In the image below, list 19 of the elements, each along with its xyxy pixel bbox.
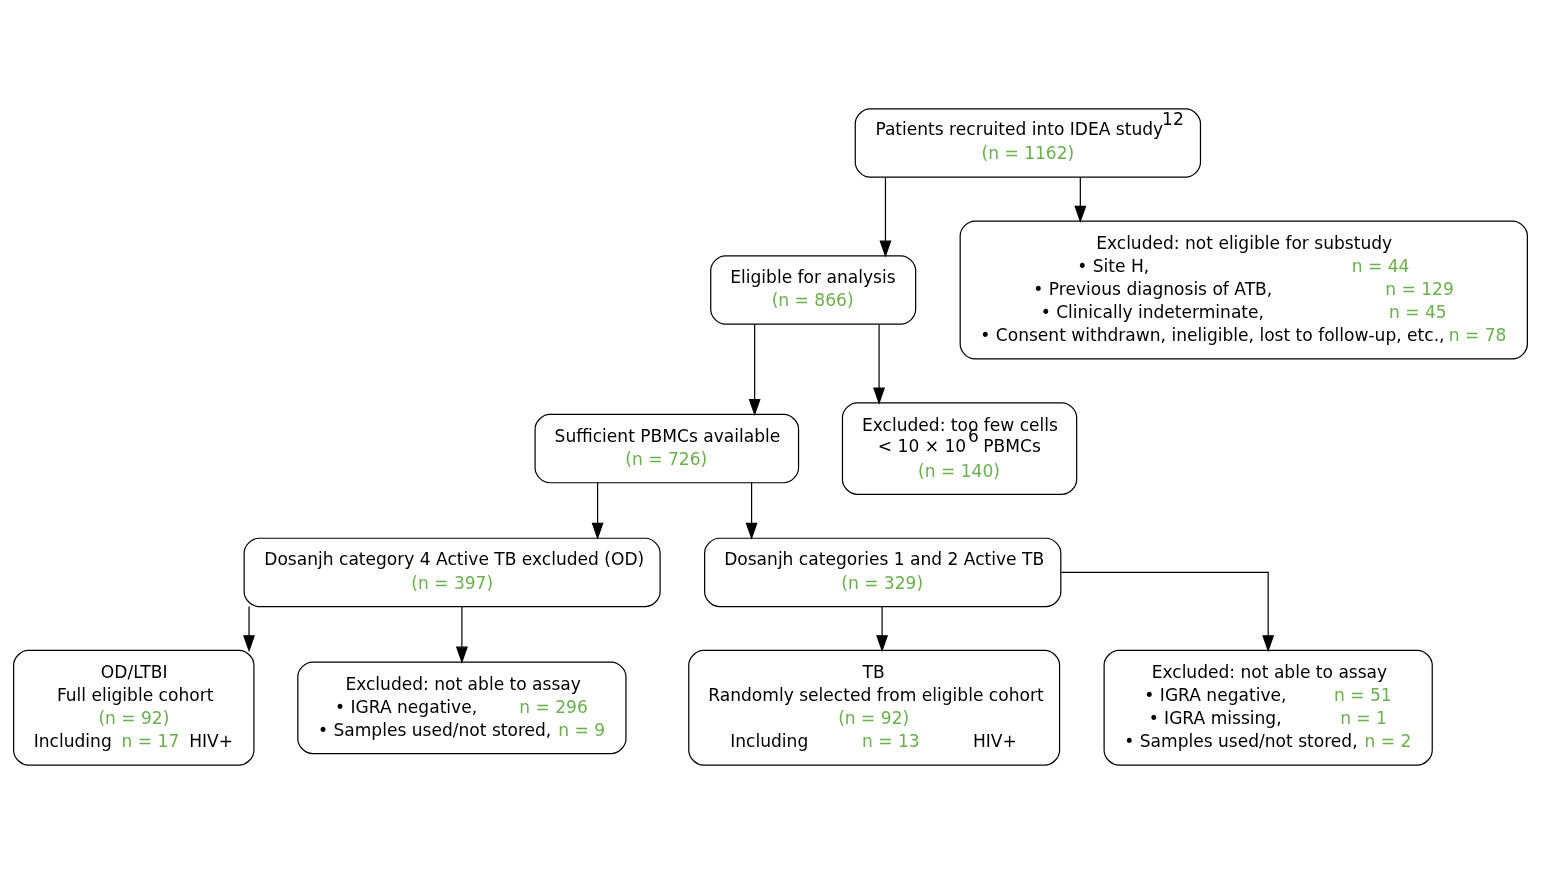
node-box: Eligible for analysis (n = 866) — [710, 254, 917, 325]
arrow — [745, 481, 758, 540]
arrow — [591, 481, 604, 540]
node-box: Dosanjh categories 1 and 2 Active TB (n = 329) — [704, 537, 1062, 607]
arrow — [873, 323, 886, 405]
arrow — [1074, 176, 1087, 223]
node-box: OD/LTBI Full eligible cohort (n = 92) Including n = 17 HIV+ — [13, 649, 255, 766]
arrow — [243, 605, 256, 652]
node-box: Sufficient PBMCs available (n = 726) — [534, 413, 800, 483]
node-box: TB Randomly selected from eligible cohort (n = 92) Including n = 13 HIV+ — [688, 649, 1061, 766]
arrow — [748, 323, 761, 416]
node-box: Excluded: not able to assay • IGRA negative, n = 296 • Samples used/not stored, n = 9 — [297, 660, 627, 754]
node-box: Excluded: not able to assay • IGRA negative, n = 51 • IGRA missing, n = 1 • Samples used/not stored, n = 2 — [1103, 649, 1433, 766]
node-box: Dosanjh category 4 Active TB excluded (OD) (n = 397) — [243, 537, 661, 607]
arrow — [876, 605, 889, 652]
arrow — [455, 605, 468, 664]
arrow — [879, 176, 892, 258]
node-box: Excluded: not eligible for substudy • Site H, n = 44 • Previous diagnosis of ATB, n = 129 • Clinically indeterminate, n = 45 • Consent withdrawn, ineligible, lost to follow-up, etc., n = 78 — [959, 220, 1528, 360]
arrow — [1060, 571, 1275, 652]
